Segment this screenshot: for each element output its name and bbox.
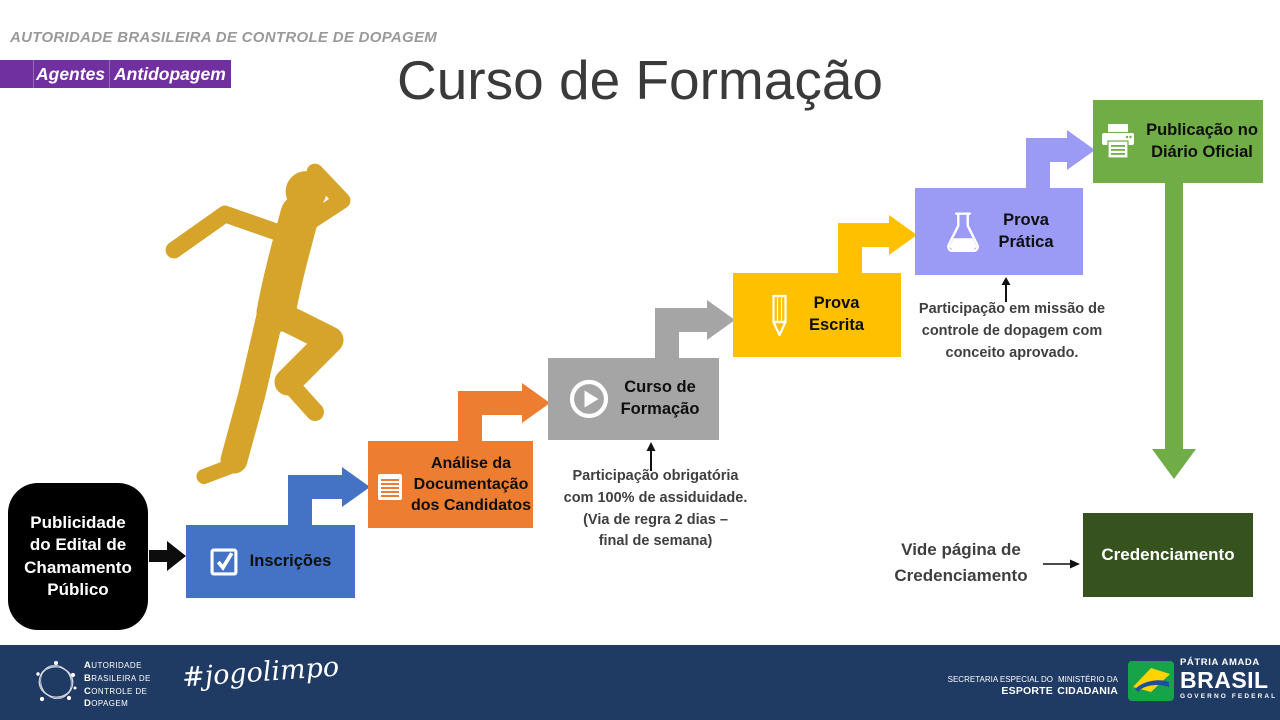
blue-elbow-arrow [288, 467, 370, 525]
agentes-antidopagem-badge: Agentes Antidopagem [0, 60, 231, 88]
abcd-line: Dopagem [84, 698, 129, 710]
label-line: Prática [998, 232, 1054, 251]
label-line: do Edital de [29, 535, 127, 555]
label-line: Publicidade [30, 512, 126, 532]
abcd-line: Autoridade [84, 660, 142, 671]
jogolimpo-hashtag: #jogolimpo [181, 651, 341, 694]
checkbox-icon [210, 548, 238, 576]
credenciamento-label: Credenciamento [1101, 544, 1235, 564]
patria-amada-brasil-logo: PÁTRIA AMADA BRASIL GOVERNO FEDERAL [1180, 658, 1277, 700]
yellow-elbow-arrow [838, 215, 917, 273]
label-line: Curso de [624, 378, 696, 397]
note-line: (Via de regra 2 dias – [583, 511, 728, 528]
pencil-icon [772, 294, 787, 337]
secretaria-top: SECRETARIA ESPECIAL DO [947, 675, 1053, 684]
printer-icon [1102, 124, 1135, 159]
step-inscricoes: Inscrições [186, 525, 355, 598]
label-line: Formação [620, 400, 700, 418]
flask-icon [947, 211, 980, 252]
note-line: com 100% de assiduidade. [563, 489, 748, 506]
brazil-flag-icon [1128, 661, 1174, 701]
play-icon [569, 379, 608, 419]
note-line: conceito aprovado. [945, 344, 1079, 361]
prova-escrita-label: Prova Escrita [809, 293, 864, 337]
notepad-icon [377, 469, 403, 500]
note-line: Vide página de [901, 540, 1021, 559]
abcd-logo-text: Autoridade Brasileira de Controle de Dop… [84, 660, 151, 711]
abcd-line: Controle de [84, 685, 148, 697]
label-line: Público [47, 579, 109, 599]
step-publicacao-diario: Publicação no Diário Oficial [1093, 100, 1263, 183]
vide-pointer-arrow [1043, 559, 1080, 569]
step-publicidade-edital: Publicidade do Edital de Chamamento Públ… [8, 483, 148, 630]
step-curso-formacao: Curso de Formação [548, 358, 719, 440]
label-line: Prova [1003, 210, 1049, 229]
note-line: Participação obrigatória [572, 468, 739, 484]
orange-elbow-arrow [458, 383, 550, 441]
note-line: Participação em missão de [918, 301, 1106, 317]
label-line: Prova [813, 294, 860, 313]
inscricoes-label: Inscrições [249, 551, 332, 570]
prova-pratica-label: Prova Prática [998, 210, 1053, 254]
curso-note-pointer-arrow [646, 442, 656, 471]
step-credenciamento: Credenciamento [1083, 513, 1253, 597]
publicidade-label: Publicidade do Edital de Chamamento Públ… [24, 512, 132, 602]
label-line: Escrita [808, 316, 865, 334]
label-line: Documentação [413, 475, 529, 493]
organization-title: AUTORIDADE BRASILEIRA DE CONTROLE DE DOP… [10, 29, 438, 46]
badge-word-antidopagem: Antidopagem [114, 63, 226, 84]
green-down-arrow [1152, 183, 1196, 479]
note-line: final de semana) [598, 533, 713, 550]
gray-elbow-arrow [655, 300, 735, 358]
badge-word-agentes: Agentes [36, 63, 106, 84]
brand-main: BRASIL [1180, 666, 1269, 693]
pratica-note: Participação em missão de controle de do… [903, 299, 1121, 364]
label-line: Análise da [430, 454, 511, 472]
secretaria-bottom: ESPORTE [1001, 685, 1053, 698]
runner-silhouette [165, 163, 351, 484]
label-line: Chamamento [24, 557, 132, 577]
note-line: Credenciamento [894, 565, 1028, 585]
badge-divider [109, 60, 111, 88]
abcd-line: Brasileira de [84, 672, 151, 684]
step-prova-escrita: Prova Escrita [733, 273, 901, 357]
brand-bottom: GOVERNO FEDERAL [1180, 692, 1278, 700]
ministerio-top: MINISTÉRIO DA [1057, 675, 1118, 684]
page-title: Curso de Formação [396, 49, 884, 111]
lavender-elbow-arrow [1026, 130, 1095, 188]
secretaria-esporte-label: SECRETARIA ESPECIAL DO ESPORTE [948, 675, 1053, 699]
vide-note: Vide página de Credenciamento [876, 537, 1046, 588]
abcd-logo-icon [36, 660, 77, 702]
ministerio-bottom: CIDADANIA [1057, 685, 1118, 698]
label-line: dos Candidatos [410, 497, 531, 515]
ministerio-cidadania-label: MINISTÉRIO DA CIDADANIA [1057, 675, 1118, 699]
analise-label: Análise da Documentação dos Candidatos [411, 453, 531, 516]
brand-top: PÁTRIA AMADA [1180, 657, 1260, 668]
label-line: Diário Oficial [1151, 142, 1253, 161]
publicacao-label: Publicação no Diário Oficial [1146, 120, 1258, 164]
black-right-arrow [149, 541, 186, 571]
curso-label: Curso de Formação [621, 377, 700, 421]
label-line: Publicação no [1146, 120, 1258, 139]
pratica-note-pointer-arrow [1001, 277, 1011, 302]
footer-bar: Autoridade Brasileira de Controle de Dop… [0, 645, 1280, 720]
step-analise-documentacao: Análise da Documentação dos Candidatos [368, 441, 533, 528]
curso-note: Participação obrigatória com 100% de ass… [548, 466, 763, 553]
note-line: controle de dopagem com [921, 322, 1103, 339]
step-prova-pratica: Prova Prática [915, 188, 1083, 275]
